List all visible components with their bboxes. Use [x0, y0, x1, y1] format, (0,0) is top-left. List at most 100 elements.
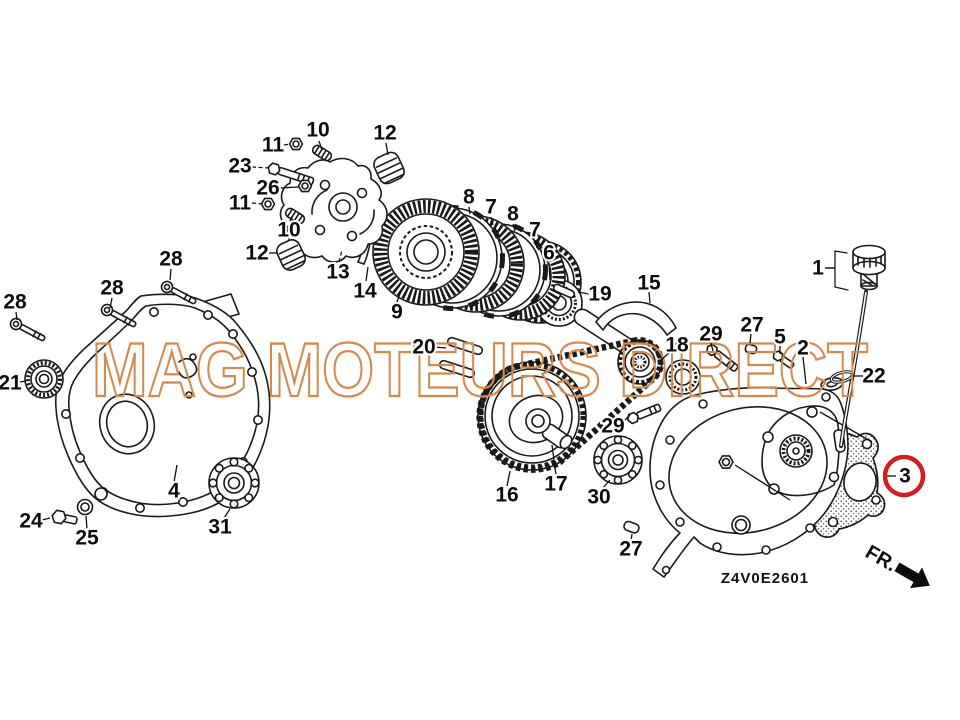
- part-label-31: 31: [208, 516, 232, 539]
- part-label-30: 30: [587, 486, 610, 509]
- watermark-text: MAG MOTEURS DIRECT: [92, 328, 868, 413]
- highlight-ring-3: [882, 454, 926, 498]
- part-label-20: 20: [412, 336, 435, 359]
- leader-line-6: [548, 262, 551, 281]
- part-label-12: 12: [245, 242, 268, 265]
- leader-line-19: [577, 291, 590, 295]
- part-label-5: 5: [774, 326, 786, 349]
- washer-25: [76, 498, 94, 516]
- bolt-29: [627, 403, 662, 425]
- left-crankcase-cover: [54, 293, 271, 518]
- part-label-27: 27: [619, 538, 642, 561]
- cover-detail-hole: [189, 353, 197, 361]
- part-label-3: 3: [899, 465, 911, 488]
- leader-line-21: [19, 380, 27, 383]
- drain-bolt-24: [51, 509, 78, 525]
- leader-line-4: [173, 464, 178, 483]
- dipstick-cap: [852, 244, 886, 291]
- leader-line-31: [223, 508, 231, 519]
- part-label-13: 13: [326, 261, 349, 284]
- clutch-weight-12: [276, 239, 306, 271]
- fr-indicator: FR.: [862, 541, 930, 589]
- part-label-28: 28: [100, 277, 124, 300]
- nut-11: [260, 197, 276, 211]
- part-label-19: 19: [588, 283, 611, 306]
- leader-line-25: [85, 515, 88, 530]
- thrust-washer: [665, 359, 701, 395]
- dowel-pin-27: [744, 343, 758, 355]
- leader-line-15: [648, 291, 651, 304]
- part-label-7: 7: [529, 219, 541, 242]
- leader-line-14: [365, 266, 369, 282]
- diagram-code: Z4V0E2601: [721, 570, 809, 587]
- alignment-line: [734, 464, 791, 501]
- chain-drive: [438, 301, 758, 534]
- nut-26: [297, 179, 313, 193]
- shaft-pin-20: [438, 359, 476, 379]
- part-label-6: 6: [543, 242, 555, 265]
- part-label-14: 14: [353, 280, 377, 303]
- cover-bolt-28: [160, 280, 197, 305]
- cover-gasket-line: [67, 303, 260, 506]
- part-label-16: 16: [495, 484, 518, 507]
- part-label-11: 11: [229, 192, 252, 215]
- cover-detail-hole: [185, 391, 193, 399]
- leader-line-12: [385, 142, 389, 156]
- part-label-29: 29: [601, 415, 624, 438]
- part-label-22: 22: [862, 365, 885, 388]
- leader-line-7: [534, 239, 538, 249]
- cover2-bearing-boss: [779, 434, 813, 468]
- part-label-18: 18: [665, 334, 689, 357]
- cover2-plate-hole: [762, 431, 774, 443]
- leader-line-16: [506, 470, 511, 487]
- alignment-line: [819, 411, 873, 443]
- drive-sprocket-18: [617, 339, 663, 385]
- part-label-1: 1: [812, 257, 824, 280]
- clutch-weight-12: [373, 151, 405, 185]
- part-label-10: 10: [277, 219, 300, 242]
- part-label-8: 8: [507, 203, 519, 226]
- part-label-27: 27: [740, 314, 763, 337]
- part-label-26: 26: [256, 177, 279, 200]
- leader-line-27: [630, 533, 633, 542]
- driven-sprocket-16: [477, 361, 587, 471]
- cover2-hole-inner: [734, 518, 748, 532]
- cover2-gasket-line: [668, 406, 828, 534]
- leader-line-28: [109, 297, 113, 309]
- clutch-assembly: [260, 137, 583, 327]
- leader-line-8: [468, 206, 471, 215]
- part-label-11: 11: [262, 134, 285, 157]
- cover2-bolt-holes: [655, 392, 845, 575]
- leader-line-29: [710, 342, 714, 352]
- leader-line-20: [434, 346, 447, 349]
- cover2-hole: [731, 515, 751, 535]
- leader-line-8: [512, 223, 516, 232]
- right-crankcase-cover: [649, 350, 873, 578]
- leader-line-23: [251, 166, 270, 169]
- leader-line-28: [169, 268, 172, 281]
- part-label-28: 28: [3, 291, 27, 314]
- part-label-29: 29: [699, 323, 722, 346]
- cover-outline: [54, 293, 271, 518]
- nut-11: [288, 137, 304, 151]
- cover2-plate: [761, 405, 840, 497]
- part-label-15: 15: [637, 272, 661, 295]
- leader-line-9: [396, 290, 402, 303]
- leader-line-18: [658, 351, 671, 363]
- dipstick-1: [825, 244, 886, 453]
- part-label-24: 24: [19, 510, 43, 533]
- cover-bolt-28: [9, 317, 46, 342]
- leader-line-2: [802, 356, 807, 385]
- leader-line-7: [490, 216, 494, 226]
- leader-line-13: [338, 249, 343, 263]
- part-label-28: 28: [159, 248, 183, 271]
- part-label-17: 17: [544, 473, 567, 496]
- part-label-2: 2: [797, 337, 809, 360]
- part-label-25: 25: [75, 527, 99, 550]
- drain-hole: [94, 487, 108, 501]
- part-label-8: 8: [463, 186, 475, 209]
- part-label-10: 10: [306, 119, 329, 142]
- chain-guide-15: [595, 301, 677, 336]
- part-label-4: 4: [168, 480, 180, 503]
- leader-line-10: [289, 215, 294, 222]
